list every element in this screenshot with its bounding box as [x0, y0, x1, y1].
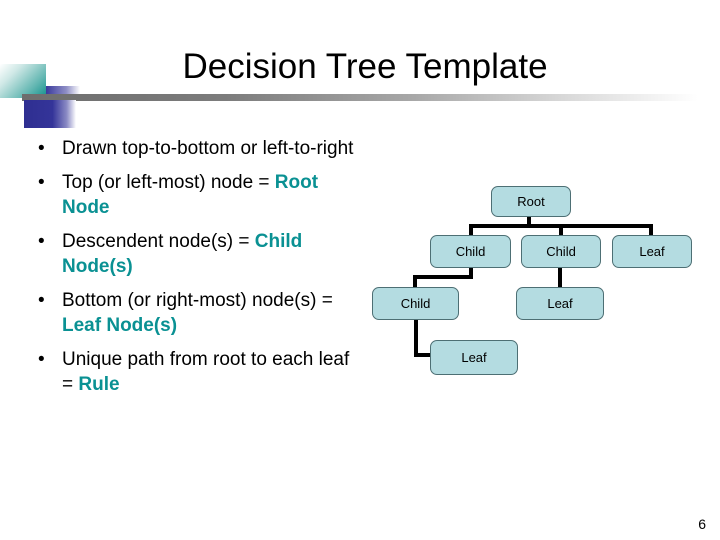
bullet-marker-icon: •	[38, 231, 45, 252]
bullet-item: • Unique path from root to each leaf = Ru…	[30, 347, 360, 397]
bullet-keyword: Child Node(s)	[62, 231, 303, 277]
tree-node-leaf-c[interactable]: Leaf	[430, 340, 518, 375]
tree-connector	[559, 224, 563, 236]
bullet-marker-icon: •	[38, 172, 45, 193]
bullet-item: • Descendent node(s) = Child Node(s)	[30, 229, 360, 279]
decoration-gray-rule	[22, 94, 698, 101]
page-number: 6	[698, 516, 706, 532]
decoration-blue-block	[24, 100, 76, 128]
bullet-text: Descendent node(s) =	[62, 231, 255, 252]
tree-node-child-b[interactable]: Child	[521, 235, 601, 268]
bullet-marker-icon: •	[38, 138, 45, 159]
tree-connector	[414, 353, 434, 357]
bullet-keyword: Root Node	[62, 172, 319, 218]
bullet-text: Drawn top-to-bottom or left-to-right	[62, 138, 354, 159]
tree-connector	[527, 217, 531, 227]
bullet-item: • Drawn top-to-bottom or left-to-right	[30, 136, 360, 161]
tree-node-leaf-a[interactable]: Leaf	[612, 235, 692, 268]
tree-connector	[649, 224, 653, 236]
bullet-text: Bottom (or right-most) node(s) =	[62, 290, 333, 311]
bullet-text: Top (or left-most) node =	[62, 172, 275, 193]
bullet-marker-icon: •	[38, 290, 45, 311]
tree-connector	[413, 275, 473, 279]
bullet-marker-icon: •	[38, 349, 45, 370]
tree-connector	[469, 224, 473, 236]
bullet-text: Unique path from root to each leaf =	[62, 349, 350, 395]
tree-node-leaf-b[interactable]: Leaf	[516, 287, 604, 320]
tree-connector	[558, 268, 562, 288]
decoration-teal-square	[0, 64, 46, 98]
tree-node-root[interactable]: Root	[491, 186, 571, 217]
bullet-item: • Top (or left-most) node = Root Node	[30, 170, 360, 220]
page-title: Decision Tree Template	[182, 47, 548, 86]
bullet-keyword: Leaf Node(s)	[62, 315, 178, 336]
bullet-keyword: Rule	[78, 374, 120, 395]
tree-connector	[469, 268, 473, 278]
tree-node-child-c[interactable]: Child	[372, 287, 459, 320]
tree-connector	[413, 275, 417, 289]
tree-connector	[414, 320, 418, 356]
decoration-blue-bar-small	[46, 86, 80, 96]
bullet-list: • Drawn top-to-bottom or left-to-right • To…	[30, 136, 360, 406]
tree-node-child-a[interactable]: Child	[430, 235, 511, 268]
bullet-item: • Bottom (or right-most) node(s) = Leaf N…	[30, 288, 360, 338]
